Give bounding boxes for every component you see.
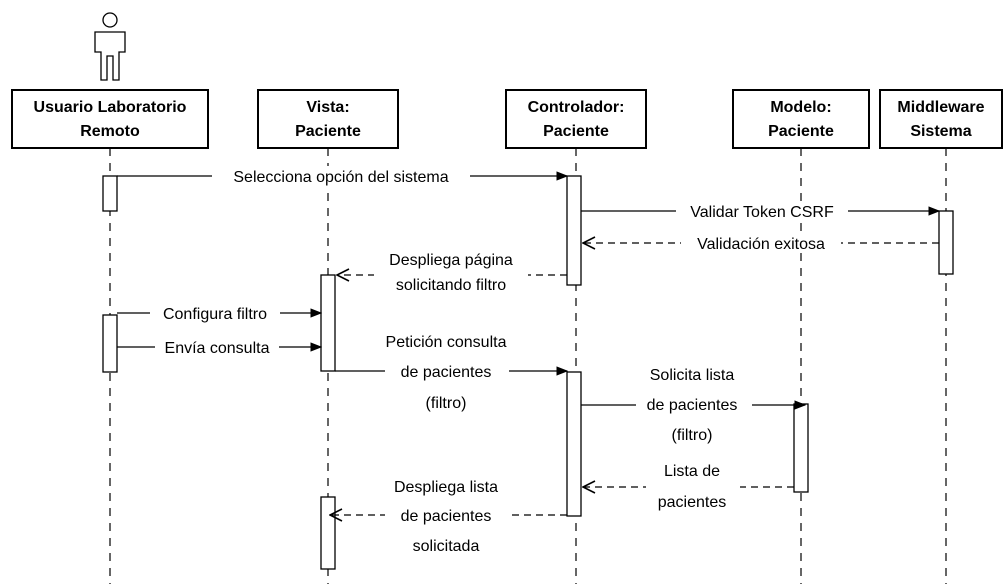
participant-controlador-line1: Controlador: <box>528 99 625 116</box>
activation-controlador-1 <box>566 175 582 286</box>
activation-modelo-1 <box>793 403 809 493</box>
participant-middleware-line2: Sistema <box>910 123 971 140</box>
message-label-bg <box>385 358 509 380</box>
message-label-solicita-lista-line1: Solicita lista <box>650 367 735 384</box>
message-label-bg <box>676 201 848 221</box>
participant-modelo-line1: Modelo: <box>770 99 831 116</box>
message-label-configura-filtro: Configura filtro <box>163 306 267 323</box>
message-label-bg <box>385 505 507 525</box>
message-label-despliega-lista-line2: de pacientes <box>401 508 492 525</box>
message-label-seleccion: Selecciona opción del sistema <box>233 169 448 186</box>
participant-vista-line2: Paciente <box>295 123 361 140</box>
message-label-despliega-lista-line3: solicitada <box>413 538 480 555</box>
participant-middleware-line1: Middleware <box>897 99 984 116</box>
activation-controlador-2 <box>566 371 582 517</box>
message-label-bg <box>646 460 740 516</box>
actor-icon <box>94 12 126 81</box>
message-label-despliega-pagina-line2: solicitando filtro <box>396 277 506 294</box>
message-label-bg <box>374 249 528 295</box>
participant-vista-line1: Vista: <box>306 99 349 116</box>
message-label-bg <box>150 303 280 323</box>
participant-usuario-line1: Usuario Laboratorio <box>34 99 187 116</box>
message-label-bg <box>212 166 470 186</box>
message-label-peticion-consulta-line2: de pacientes <box>401 364 492 381</box>
message-label-lista-pacientes-line2: pacientes <box>658 494 727 511</box>
message-label-bg <box>681 233 841 253</box>
message-label-despliega-pagina-line1: Despliega página <box>389 252 513 269</box>
message-label-solicita-lista-line2: de pacientes <box>647 397 738 414</box>
message-label-validar-token: Validar Token CSRF <box>690 204 834 221</box>
message-label-bg <box>636 393 752 415</box>
activation-usuario-1 <box>102 175 118 212</box>
message-label-bg <box>155 337 279 357</box>
message-label-lista-pacientes-line1: Lista de <box>664 463 720 480</box>
message-label-peticion-consulta-line3: (filtro) <box>426 395 467 412</box>
message-label-validacion-exitosa: Validación exitosa <box>697 236 825 253</box>
activation-middleware-1 <box>938 210 954 275</box>
message-label-peticion-consulta-line1: Petición consulta <box>386 334 507 351</box>
message-label-despliega-lista-line1: Despliega lista <box>394 479 498 496</box>
message-label-solicita-lista-line3: (filtro) <box>672 427 713 444</box>
participant-usuario: Usuario Laboratorio Remoto <box>11 89 209 149</box>
participant-modelo-line2: Paciente <box>768 123 834 140</box>
participant-controlador: Controlador: Paciente <box>505 89 647 149</box>
message-label-envia-consulta: Envía consulta <box>165 340 270 357</box>
activation-vista-1 <box>320 274 336 372</box>
participant-middleware: Middleware Sistema <box>879 89 1003 149</box>
activation-usuario-2 <box>102 314 118 373</box>
activation-vista-2 <box>320 496 336 570</box>
participant-vista: Vista: Paciente <box>257 89 399 149</box>
participant-controlador-line2: Paciente <box>543 123 609 140</box>
participant-modelo: Modelo: Paciente <box>732 89 870 149</box>
participant-usuario-line2: Remoto <box>80 123 140 140</box>
